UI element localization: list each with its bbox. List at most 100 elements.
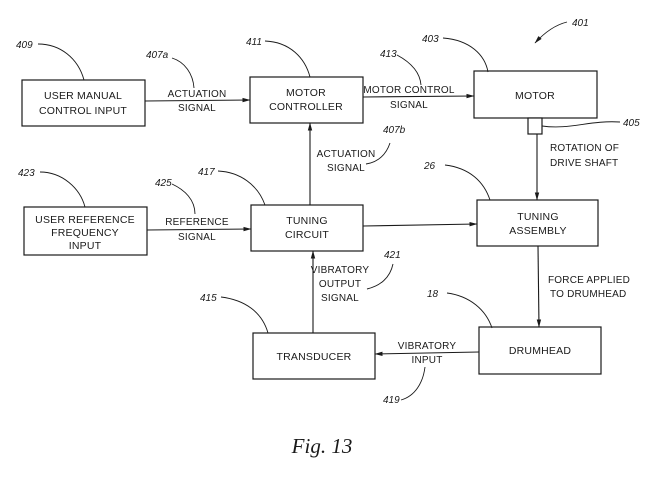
connection-label-line: VIBRATORY — [311, 265, 370, 276]
connection-label-line: SIGNAL — [178, 232, 216, 243]
leader-line — [217, 170, 266, 206]
arrow — [146, 226, 252, 232]
reference-numeral: 419 — [383, 395, 400, 406]
reference-numeral: 417 — [198, 167, 215, 178]
block-frame — [250, 204, 364, 252]
block-motor-controller: MOTOR CONTROLLER — [249, 76, 364, 124]
reference-numeral: 421 — [384, 250, 401, 261]
connection-label-line: INPUT — [412, 355, 443, 366]
block-label-line: CIRCUIT — [285, 229, 329, 241]
block-user-manual-control-input: USER MANUAL CONTROL INPUT — [21, 79, 146, 127]
ref-403: 403 — [422, 34, 489, 73]
block-motor: MOTOR — [473, 70, 598, 119]
ref-409: 409 — [16, 40, 85, 81]
block-label-line: USER MANUAL — [44, 90, 122, 102]
block-frame — [476, 199, 599, 247]
block-label-line: TRANSDUCER — [277, 351, 352, 363]
arrow — [144, 97, 251, 103]
connection-label-line: REFERENCE — [165, 217, 229, 228]
leader-line — [171, 57, 195, 89]
connection-rotation-of-drive-shaft: ROTATION OF DRIVE SHAFT — [534, 134, 619, 201]
block-transducer: TRANSDUCER — [252, 332, 376, 380]
ref-407a: 407a — [146, 50, 195, 89]
block-user-reference-frequency-input: USER REFERENCE FREQUENCY INPUT — [23, 206, 148, 256]
drive-shaft-stub — [527, 117, 543, 135]
arrow — [362, 221, 478, 227]
connection-label-line: SIGNAL — [327, 163, 365, 174]
arrow — [374, 351, 480, 357]
block-label-line: ASSEMBLY — [509, 225, 566, 237]
leader-line — [541, 121, 621, 128]
reference-numeral: 403 — [422, 34, 439, 45]
ref-423: 423 — [18, 168, 86, 208]
shaft-frame — [527, 117, 543, 135]
ref-411: 411 — [246, 37, 311, 78]
ref-421: 421 — [366, 250, 401, 290]
connection-tuning-circuit-to-assembly — [362, 221, 478, 227]
connection-actuation-signal-b: ACTUATION SIGNAL — [307, 122, 376, 205]
leader-line — [400, 366, 426, 401]
block-label-line: INPUT — [69, 240, 102, 252]
reference-numeral: 415 — [200, 293, 217, 304]
connection-label-line: ACTUATION — [168, 89, 227, 100]
block-label-line: TUNING — [517, 211, 558, 223]
reference-numeral: 425 — [155, 178, 172, 189]
reference-numeral: 411 — [246, 37, 262, 48]
block-frame — [252, 332, 376, 380]
connection-motor-control-signal: MOTOR CONTROL SIGNAL — [362, 85, 475, 111]
leader-line — [444, 164, 491, 201]
connection-label-line: TO DRUMHEAD — [550, 289, 626, 300]
connection-force-applied: FORCE APPLIED TO DRUMHEAD — [536, 245, 630, 328]
ref-26: 26 — [423, 161, 491, 201]
leader-line — [220, 296, 269, 334]
leader-line — [365, 142, 391, 165]
reference-numeral: 407b — [383, 125, 406, 136]
leader-line — [396, 54, 422, 86]
leader-line — [37, 43, 85, 81]
arrow — [362, 93, 475, 99]
leader-line — [264, 40, 311, 78]
connection-actuation-signal-a: ACTUATION SIGNAL — [144, 89, 251, 114]
reference-numeral: 405 — [623, 118, 640, 129]
ref-401: 401 — [534, 18, 589, 44]
block-label-line: FREQUENCY — [51, 227, 119, 239]
connection-label-line: SIGNAL — [321, 293, 359, 304]
ref-405: 405 — [541, 118, 640, 129]
leader-line — [39, 171, 86, 208]
connection-reference-signal: REFERENCE SIGNAL — [146, 217, 252, 243]
block-label-line: CONTROL INPUT — [39, 105, 127, 117]
ref-425: 425 — [155, 178, 196, 215]
ref-413: 413 — [380, 49, 422, 86]
block-drumhead: DRUMHEAD — [478, 326, 602, 375]
connection-vibratory-output-signal: VIBRATORY OUTPUT SIGNAL — [311, 250, 370, 333]
ref-419: 419 — [383, 366, 426, 406]
ref-407b: 407b — [365, 125, 406, 165]
connection-label-line: ACTUATION — [317, 149, 376, 160]
connection-label-line: FORCE APPLIED — [548, 275, 630, 286]
leader-line — [366, 263, 394, 290]
connection-label-line: VIBRATORY — [398, 341, 457, 352]
connection-label-line: MOTOR CONTROL — [363, 85, 455, 96]
connection-label-line: SIGNAL — [390, 100, 428, 111]
connection-vibratory-input: VIBRATORY INPUT — [374, 341, 480, 366]
block-frame — [21, 79, 146, 127]
block-frame — [473, 70, 598, 119]
ref-415: 415 — [200, 293, 269, 334]
connection-label-line: DRIVE SHAFT — [550, 158, 618, 169]
reference-numeral: 18 — [427, 289, 439, 300]
leader-line — [171, 183, 196, 215]
block-label-line: CONTROLLER — [269, 101, 343, 113]
block-label-line: DRUMHEAD — [509, 345, 571, 357]
connection-label-line: OUTPUT — [319, 279, 361, 290]
figure-caption: Fig. 13 — [291, 434, 353, 458]
block-tuning-assembly: TUNING ASSEMBLY — [476, 199, 599, 247]
block-frame — [23, 206, 148, 256]
reference-numeral: 407a — [146, 50, 169, 61]
block-label-line: MOTOR — [286, 87, 326, 99]
ref-18: 18 — [427, 289, 493, 329]
reference-numeral: 423 — [18, 168, 35, 179]
leader-line — [442, 37, 489, 73]
block-label-line: USER REFERENCE — [35, 214, 135, 226]
block-frame — [249, 76, 364, 124]
